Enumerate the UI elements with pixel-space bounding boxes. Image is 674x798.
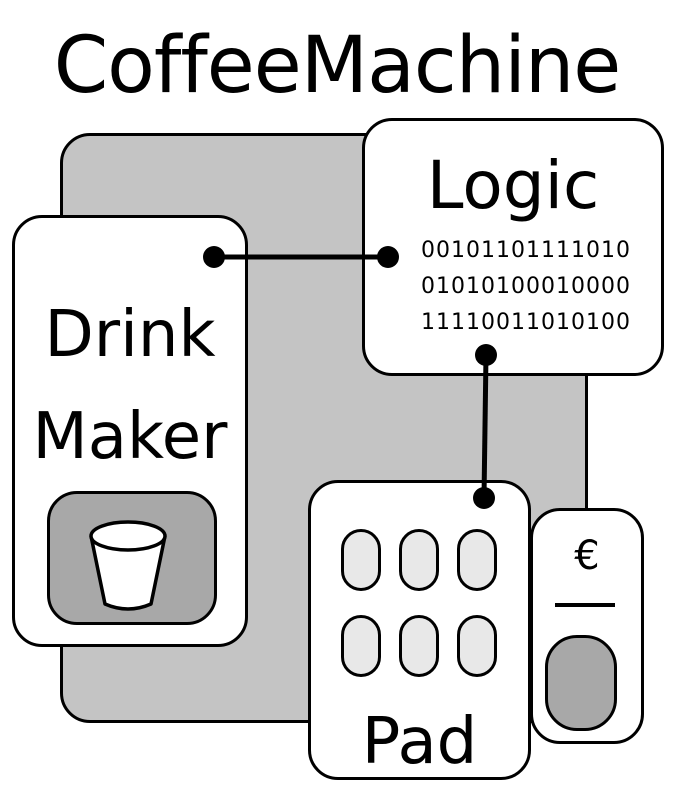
pad-label: Pad xyxy=(361,705,478,779)
cup-icon xyxy=(89,520,167,611)
logic-bits: 00101101111010 01010100010000 1111001101… xyxy=(421,233,631,341)
pad-key[interactable] xyxy=(341,529,381,591)
logic-box: Logic 00101101111010 01010100010000 1111… xyxy=(362,118,664,376)
pad-key[interactable] xyxy=(457,615,497,677)
pad-box: Pad xyxy=(308,480,531,780)
cup-dispenser-area xyxy=(47,491,217,625)
bit-row: 01010100010000 xyxy=(421,274,631,299)
connector-endpoint xyxy=(377,246,399,268)
diagram-title: CoffeeMachine xyxy=(53,21,622,111)
coin-insert-slot xyxy=(555,603,615,607)
bit-row: 11110011010100 xyxy=(421,310,631,335)
pad-key[interactable] xyxy=(341,615,381,677)
connector-endpoint xyxy=(475,344,497,366)
pad-key[interactable] xyxy=(399,529,439,591)
connector-logic-pad xyxy=(481,354,489,499)
drink-maker-box: Drink Maker xyxy=(12,215,248,647)
euro-label: € xyxy=(574,533,600,579)
coin-return-button[interactable] xyxy=(545,635,617,731)
drink-maker-label-line2: Maker xyxy=(32,400,228,474)
connector-endpoint xyxy=(473,487,495,509)
bit-row: 00101101111010 xyxy=(421,238,631,263)
pad-key[interactable] xyxy=(399,615,439,677)
connector-endpoint xyxy=(203,246,225,268)
pad-key[interactable] xyxy=(457,529,497,591)
drink-maker-label-line1: Drink xyxy=(44,298,216,372)
logic-label: Logic xyxy=(426,147,600,224)
coin-slot-box: € xyxy=(530,508,644,744)
